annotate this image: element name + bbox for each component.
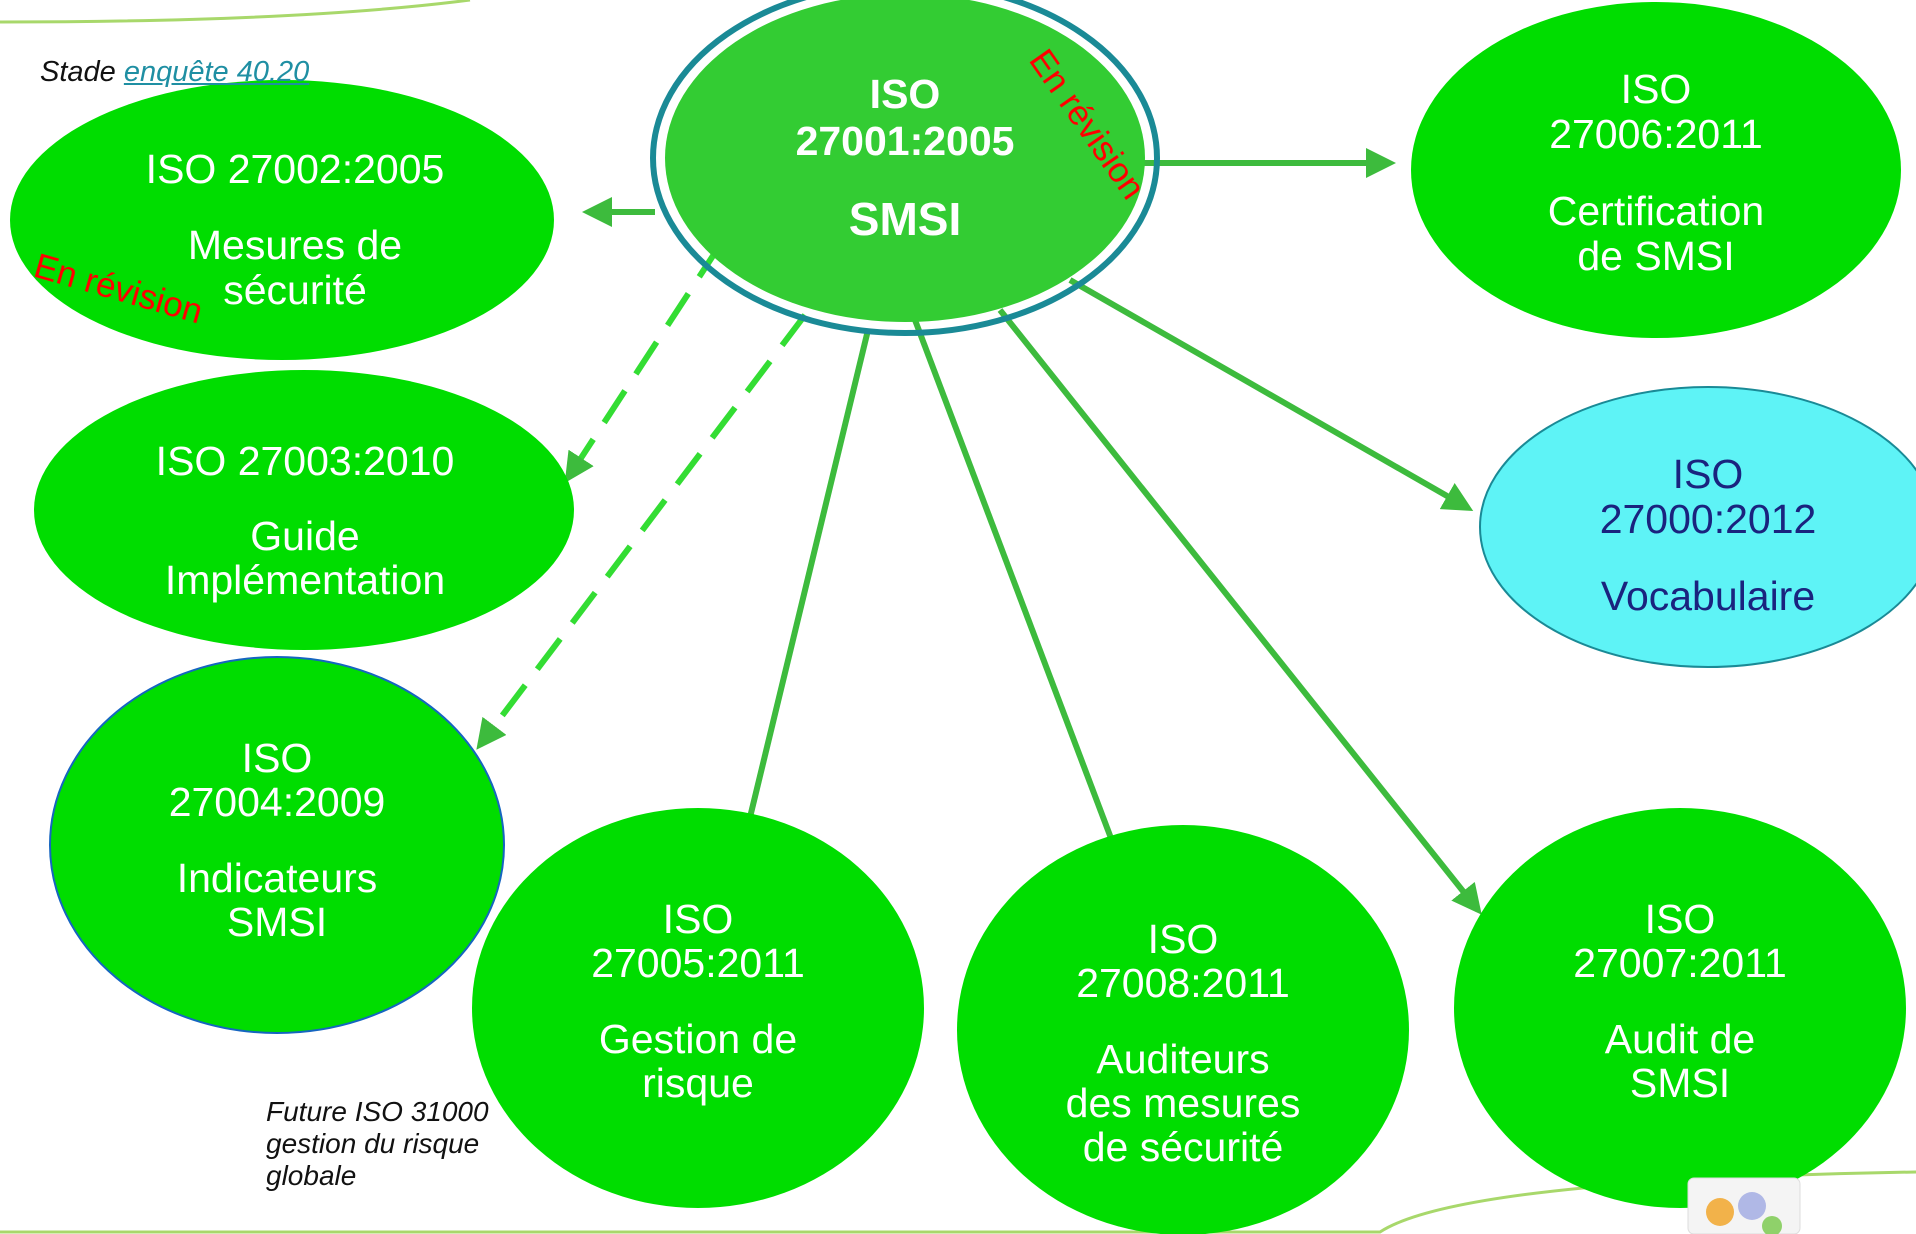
node-27008-line-3: Auditeurs [1096, 1036, 1269, 1082]
node-27007-ellipse [1454, 808, 1906, 1208]
node-27002-line-2: Mesures de [188, 222, 402, 268]
node-27007-line-2: 27007:2011 [1573, 940, 1787, 986]
node-27003-line-3: Implémentation [165, 557, 445, 603]
arrow-to-27000 [1068, 277, 1474, 511]
center-ellipse [665, 0, 1145, 322]
node-27007-line-4: SMSI [1630, 1060, 1730, 1106]
stage-note: Stade enquête 40.20 [40, 56, 309, 89]
node-27006[interactable]: ISO 27006:2011 Certification de SMSI [1411, 2, 1901, 338]
node-27008[interactable]: ISO 27008:2011 Auditeurs des mesures de … [957, 825, 1409, 1234]
future-note-line-3: globale [266, 1160, 357, 1191]
node-27005-line-3: Gestion de [599, 1016, 797, 1062]
node-27002-line-3: sécurité [223, 267, 367, 313]
node-27003-line-1: ISO 27003:2010 [156, 438, 455, 484]
arrow-to-27008 [912, 318, 1126, 868]
arrow-to-27003-dashed [564, 243, 723, 484]
node-27004-line-1: ISO [242, 735, 313, 781]
node-27005[interactable]: ISO 27005:2011 Gestion de risque [472, 808, 924, 1208]
arrow-to-27005 [736, 329, 871, 844]
top-left-swoosh [0, 0, 471, 24]
node-27000-line-2: 27000:2012 [1600, 496, 1817, 542]
node-27000-line-1: ISO [1673, 451, 1744, 497]
node-27006-line-4: de SMSI [1577, 233, 1734, 279]
node-27001[interactable]: ISO 27001:2005 SMSI [650, 0, 1160, 336]
future-iso-31000-note: Future ISO 31000 gestion du risque globa… [266, 1096, 489, 1192]
node-27004[interactable]: ISO 27004:2009 Indicateurs SMSI [49, 656, 505, 1034]
node-27006-line-3: Certification [1548, 188, 1764, 234]
node-27008-line-1: ISO [1148, 916, 1219, 962]
node-27002-line-1: ISO 27002:2005 [146, 146, 445, 192]
node-27008-line-4: des mesures [1066, 1080, 1301, 1126]
stage-note-prefix: Stade [40, 56, 116, 88]
node-27003[interactable]: ISO 27003:2010 Guide Implémentation [34, 370, 574, 650]
arrow-to-27007 [997, 308, 1482, 915]
arrows [476, 148, 1482, 915]
node-27002[interactable]: ISO 27002:2005 Mesures de sécurité [10, 80, 554, 360]
node-27002-ellipse [10, 80, 554, 360]
node-27003-line-2: Guide [250, 513, 359, 559]
node-27000-line-3: Vocabulaire [1601, 573, 1815, 619]
node-27008-line-2: 27008:2011 [1076, 960, 1290, 1006]
node-27008-line-5: de sécurité [1083, 1124, 1284, 1170]
future-note-line-1: Future ISO 31000 [266, 1096, 489, 1127]
center-ring [650, 0, 1160, 336]
node-27005-line-2: 27005:2011 [591, 940, 805, 986]
node-27007-line-3: Audit de [1605, 1016, 1755, 1062]
node-27007[interactable]: ISO 27007:2011 Audit de SMSI [1454, 808, 1906, 1208]
node-27006-line-2: 27006:2011 [1549, 111, 1763, 157]
node-27004-line-3: Indicateurs [177, 855, 378, 901]
arrow-to-27004-dashed [476, 313, 808, 750]
node-27006-line-1: ISO [1621, 66, 1692, 112]
node-27005-ellipse [472, 808, 924, 1208]
center-line-3: SMSI [849, 193, 961, 245]
future-note-line-2: gestion du risque [266, 1128, 480, 1159]
node-27004-line-4: SMSI [227, 899, 327, 945]
node-27006-ellipse [1411, 2, 1901, 338]
node-27008-ellipse [957, 825, 1409, 1234]
center-line-1: ISO [870, 71, 941, 117]
node-27005-line-1: ISO [663, 896, 734, 942]
node-27005-line-4: risque [642, 1060, 754, 1106]
node-27003-ellipse [34, 370, 574, 650]
node-27000-ellipse [1479, 386, 1916, 668]
stage-note-link[interactable]: enquête 40.20 [123, 56, 310, 88]
node-27004-ellipse [49, 656, 505, 1034]
center-line-2: 27001:2005 [796, 118, 1015, 164]
node-27000[interactable]: ISO 27000:2012 Vocabulaire [1479, 386, 1916, 668]
logo-icon [1687, 1177, 1801, 1234]
node-27007-line-1: ISO [1645, 896, 1716, 942]
node-27004-line-2: 27004:2009 [169, 779, 386, 825]
